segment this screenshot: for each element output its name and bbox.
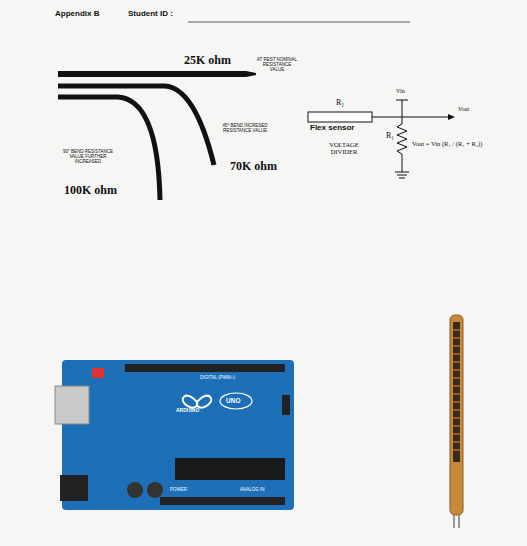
id-underline <box>188 22 410 23</box>
arduino-board <box>55 360 294 510</box>
board-text: ARDUINO <box>176 408 199 414</box>
page-title: Appendix B <box>55 10 99 19</box>
resistance-value: 100K ohm <box>64 184 117 197</box>
vout-arrow <box>448 114 455 120</box>
student-id: Student ID : <box>128 10 173 19</box>
bend-note: 90° BEND RESISTANCE VALUE FURTHER INCREA… <box>60 150 116 165</box>
board-text: DIGITAL (PWM~) <box>200 376 235 381</box>
board-text: UNO <box>226 397 240 404</box>
circuit-name: VOLTAGE DIVIDER <box>316 141 372 155</box>
sensor-tip <box>246 71 256 77</box>
resistance-value: 70K ohm <box>230 160 277 173</box>
sensor-90 <box>58 97 160 200</box>
formula: Vout = Vin (R₁ / (R₁ + R₂)) <box>412 140 482 147</box>
board-text: ANALOG IN <box>240 488 265 493</box>
board-text: POWER <box>170 488 187 493</box>
flex-sensor-picture <box>450 315 463 528</box>
resistor-name: R₂ <box>336 99 344 108</box>
sensor-rest <box>58 71 246 77</box>
signal-name: Vout <box>458 106 469 113</box>
sensor-name: Flex sensor <box>310 124 354 133</box>
signal-name: Vin <box>396 88 405 95</box>
bend-note: AT REST NOMINAL RESISTANCE VALUE <box>255 58 299 73</box>
resistance-value: 25K ohm <box>184 54 231 67</box>
resistor-name: R₁ <box>386 132 394 141</box>
voltage-divider <box>308 100 448 178</box>
bend-note: 45° BEND INCRESED RESISTANCE VALUE <box>222 124 268 134</box>
